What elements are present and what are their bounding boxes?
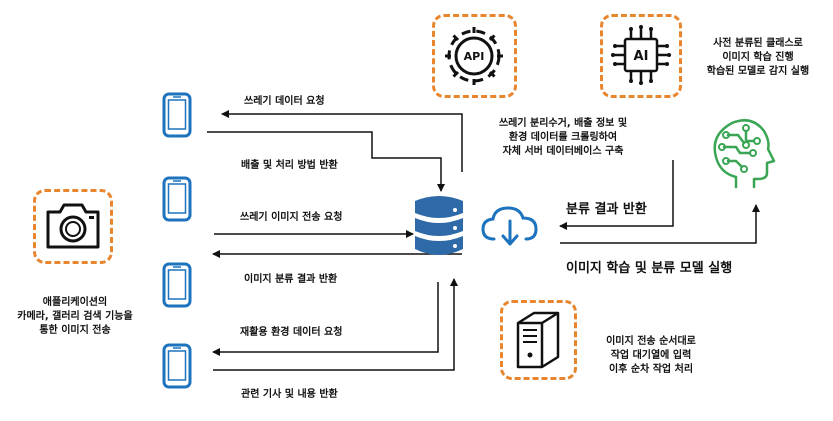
server-icon [516, 311, 560, 369]
camera-box [33, 189, 113, 264]
camera-caption: 애플리케이션의 카메라, 갤러리 검색 기능을 통한 이미지 전송 [10, 296, 140, 338]
label-train-and-run-model: 이미지 학습 및 분류 모델 실행 [566, 261, 733, 276]
api-icon-text: API [464, 50, 485, 63]
line-classify-return [559, 160, 674, 230]
camera-caption-line: 카메라, 갤러리 검색 기능을 [17, 311, 133, 322]
label-waste-image-request: 쓰레기 이미지 전송 요청 [240, 212, 343, 223]
api-gear-icon: API [445, 27, 503, 85]
server-caption-line: 이후 순차 작업 처리 [608, 364, 694, 375]
label-waste-data-request: 쓰레기 데이터 요청 [244, 96, 325, 107]
camera-icon [46, 203, 100, 249]
label-article-return: 관련 기사 및 내용 반환 [241, 389, 338, 400]
crawl-caption-line: 자체 서버 데이터베이스 구축 [502, 146, 624, 157]
server-box [500, 300, 577, 380]
label-recycle-data-request: 재활용 환경 데이터 요청 [240, 327, 343, 338]
label-classify-result-return: 분류 결과 반환 [566, 202, 647, 217]
line-article-return [213, 278, 458, 371]
ai-brain-head-icon [713, 119, 776, 189]
phone-icon [162, 262, 192, 308]
camera-caption-line: 통한 이미지 전송 [39, 325, 111, 336]
ai-caption-line: 사전 분류된 클래스로 [713, 38, 803, 49]
phone-icon [162, 343, 192, 389]
camera-caption-line: 애플리케이션의 [42, 297, 108, 308]
ai-box [600, 14, 682, 98]
server-caption-line: 작업 대기열에 입력 [610, 350, 692, 361]
ai-caption-line: 이미지 학습 진행 [722, 52, 794, 63]
crawl-caption: 쓰레기 분리수거, 배출 정보 및 환경 데이터를 크롤링하여 자체 서버 데이… [478, 117, 648, 159]
cloud-download-icon [481, 206, 538, 246]
server-caption: 이미지 전송 순서대로 작업 대기열에 입력 이후 순차 작업 처리 [586, 335, 716, 377]
api-box [432, 14, 517, 98]
label-image-result-return: 이미지 분류 결과 반환 [244, 274, 338, 285]
line-disposal-return [207, 131, 445, 192]
server-caption-line: 이미지 전송 순서대로 [606, 336, 696, 347]
ai-caption-line: 학습된 모델로 감지 실행 [706, 66, 810, 77]
line-train-run [560, 204, 760, 244]
label-disposal-method-return: 배출 및 처리 방법 반환 [241, 160, 338, 171]
line-recycle-request [212, 282, 439, 356]
crawl-caption-line: 쓰레기 분리수거, 배출 정보 및 [498, 118, 628, 129]
ai-icon-text: AI [634, 49, 649, 64]
ai-caption: 사전 분류된 클래스로 이미지 학습 진행 학습된 모델로 감지 실행 [688, 37, 828, 79]
crawl-caption-line: 환경 데이터를 크롤링하여 [508, 132, 618, 143]
line-waste-data-request [221, 110, 463, 172]
database-icon [415, 196, 463, 255]
phone-icon [162, 176, 192, 222]
ai-chip-icon: AI [611, 25, 671, 85]
phone-icon [162, 92, 192, 138]
